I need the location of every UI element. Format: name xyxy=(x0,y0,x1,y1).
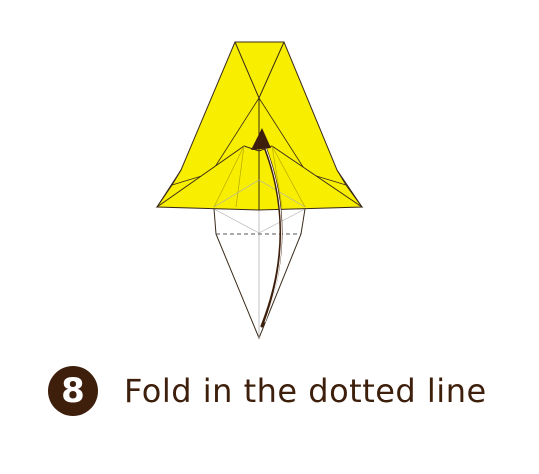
left-inner-edge xyxy=(212,97,260,171)
origami-diagram xyxy=(155,41,364,340)
right-flap-crease-2 xyxy=(271,145,306,208)
kite-left-crease xyxy=(213,208,260,234)
right-inner-flap xyxy=(258,145,364,211)
left-flap-crease-2 xyxy=(213,145,245,208)
step-number-badge: 8 xyxy=(48,366,98,416)
curved-arrow-icon xyxy=(251,128,283,328)
bottom-fold-right xyxy=(258,179,306,208)
step-instruction: Fold in the dotted line xyxy=(124,372,487,410)
arrow-shaft-highlight xyxy=(264,145,282,323)
arrow-shaft xyxy=(260,138,283,328)
bottom-fold-left xyxy=(213,179,260,208)
arrow-head xyxy=(251,128,271,150)
right-flap-crease-1 xyxy=(271,145,283,208)
right-inner-edge xyxy=(258,97,306,171)
step-caption: 8 Fold in the dotted line xyxy=(48,366,487,416)
step-number: 8 xyxy=(61,371,85,411)
left-flap-crease-1 xyxy=(235,145,245,208)
